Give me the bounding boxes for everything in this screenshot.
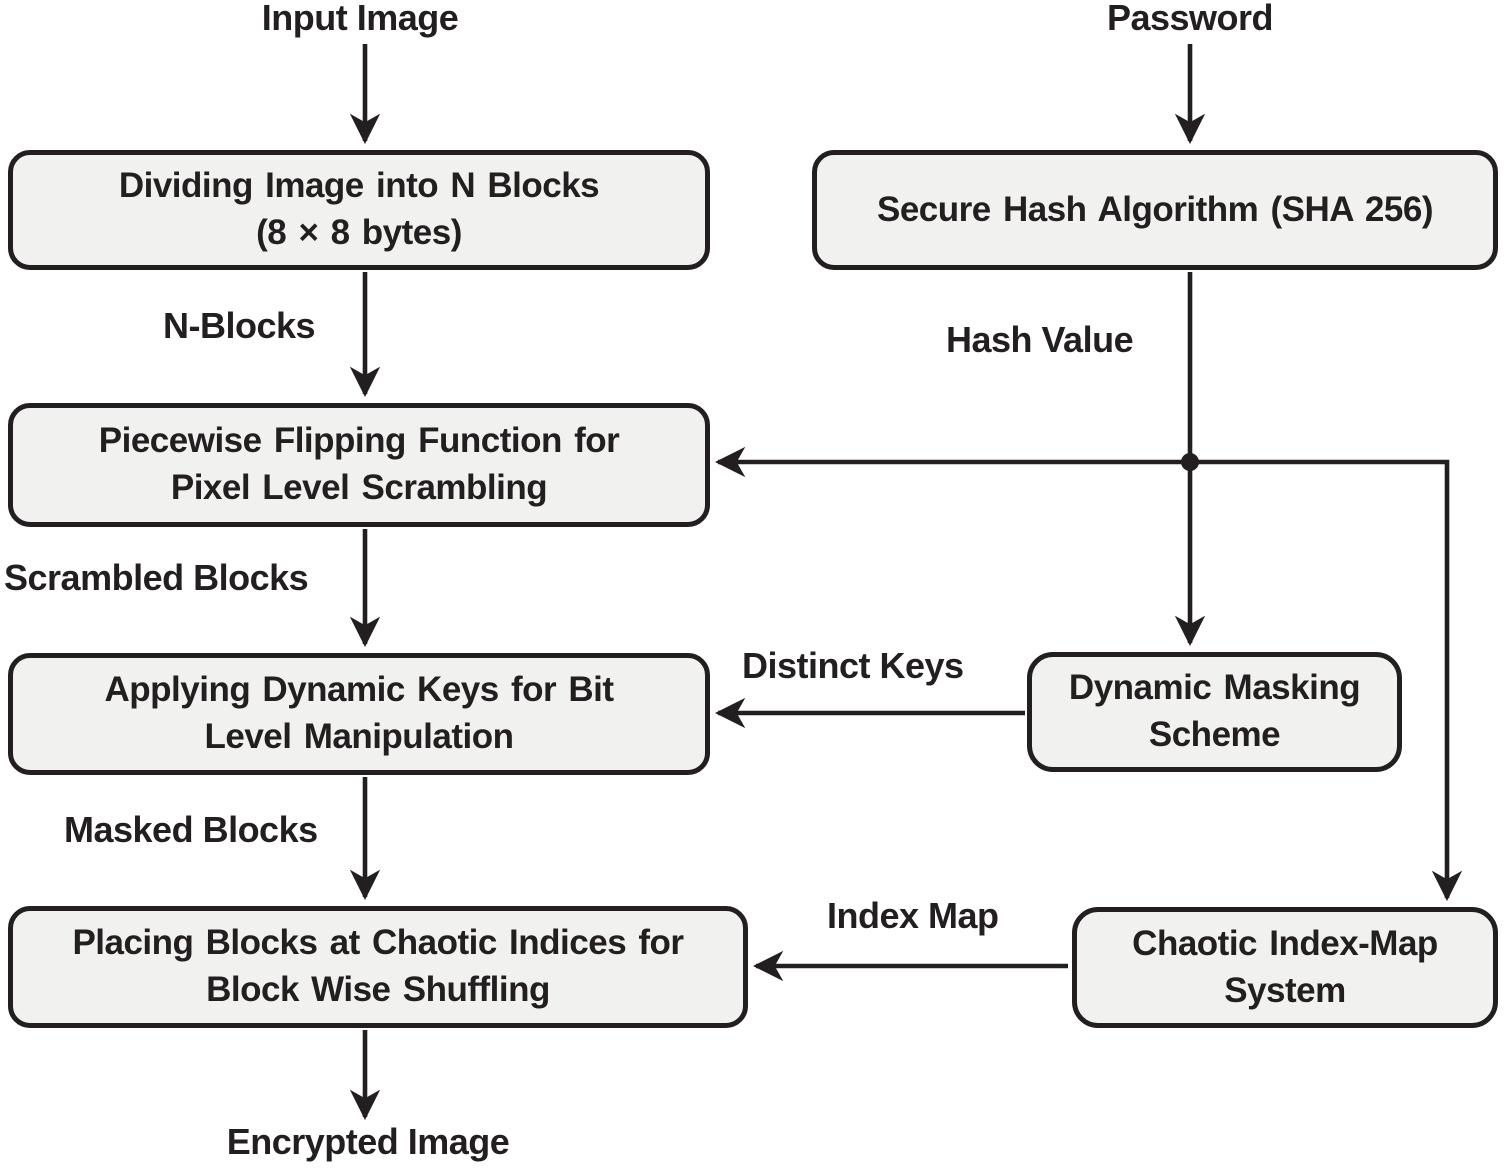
- node-dividing-image-line1: Dividing Image into N Blocks: [118, 166, 600, 206]
- node-dynamic-masking-line2: Scheme: [1148, 715, 1281, 754]
- node-placing-blocks-line2: Block Wise Shuffling: [206, 970, 550, 1009]
- node-dynamic-masking: Dynamic Masking Scheme: [1027, 652, 1402, 772]
- node-chaotic-index-map-line1: Chaotic Index-Map: [1132, 923, 1438, 963]
- node-dividing-image-line2: (8 × 8 bytes): [256, 213, 462, 252]
- node-piecewise-flipping: Piecewise Flipping Function for Pixel Le…: [8, 403, 710, 527]
- node-piecewise-flipping-line1: Piecewise Flipping Function for: [98, 421, 620, 461]
- node-applying-dynamic-keys: Applying Dynamic Keys for Bit Level Mani…: [8, 653, 710, 775]
- node-dynamic-masking-line1: Dynamic Masking: [1068, 668, 1361, 708]
- node-placing-blocks-line1: Placing Blocks at Chaotic Indices for: [72, 923, 684, 963]
- edge-label-distinct-keys: Distinct Keys: [742, 645, 964, 686]
- edge-label-index-map: Index Map: [827, 895, 999, 936]
- node-applying-dynamic-keys-line2: Level Manipulation: [204, 717, 514, 756]
- node-sha256: Secure Hash Algorithm (SHA 256): [812, 150, 1498, 270]
- edge-label-masked-blocks: Masked Blocks: [64, 809, 318, 850]
- node-placing-blocks: Placing Blocks at Chaotic Indices for Bl…: [8, 906, 748, 1028]
- node-chaotic-index-map-line2: System: [1224, 970, 1346, 1010]
- node-applying-dynamic-keys-line1: Applying Dynamic Keys for Bit: [104, 670, 614, 710]
- edge-label-scrambled-blocks: Scrambled Blocks: [4, 557, 309, 598]
- encrypted-image-label: Encrypted Image: [226, 1121, 510, 1162]
- node-dividing-image: Dividing Image into N Blocks (8 × 8 byte…: [8, 150, 710, 270]
- node-chaotic-index-map: Chaotic Index-Map System: [1072, 907, 1498, 1028]
- node-piecewise-flipping-line2: Pixel Level Scrambling: [170, 468, 548, 507]
- edge-label-n-blocks: N-Blocks: [163, 305, 316, 346]
- input-image-label: Input Image: [261, 0, 459, 38]
- hash-junction-dot: [1181, 453, 1199, 471]
- node-sha256-line1: Secure Hash Algorithm (SHA 256): [877, 189, 1434, 229]
- line-hash-to-chaotic: [1190, 459, 1463, 902]
- password-label: Password: [1106, 0, 1274, 38]
- edge-label-hash-value: Hash Value: [946, 319, 1134, 360]
